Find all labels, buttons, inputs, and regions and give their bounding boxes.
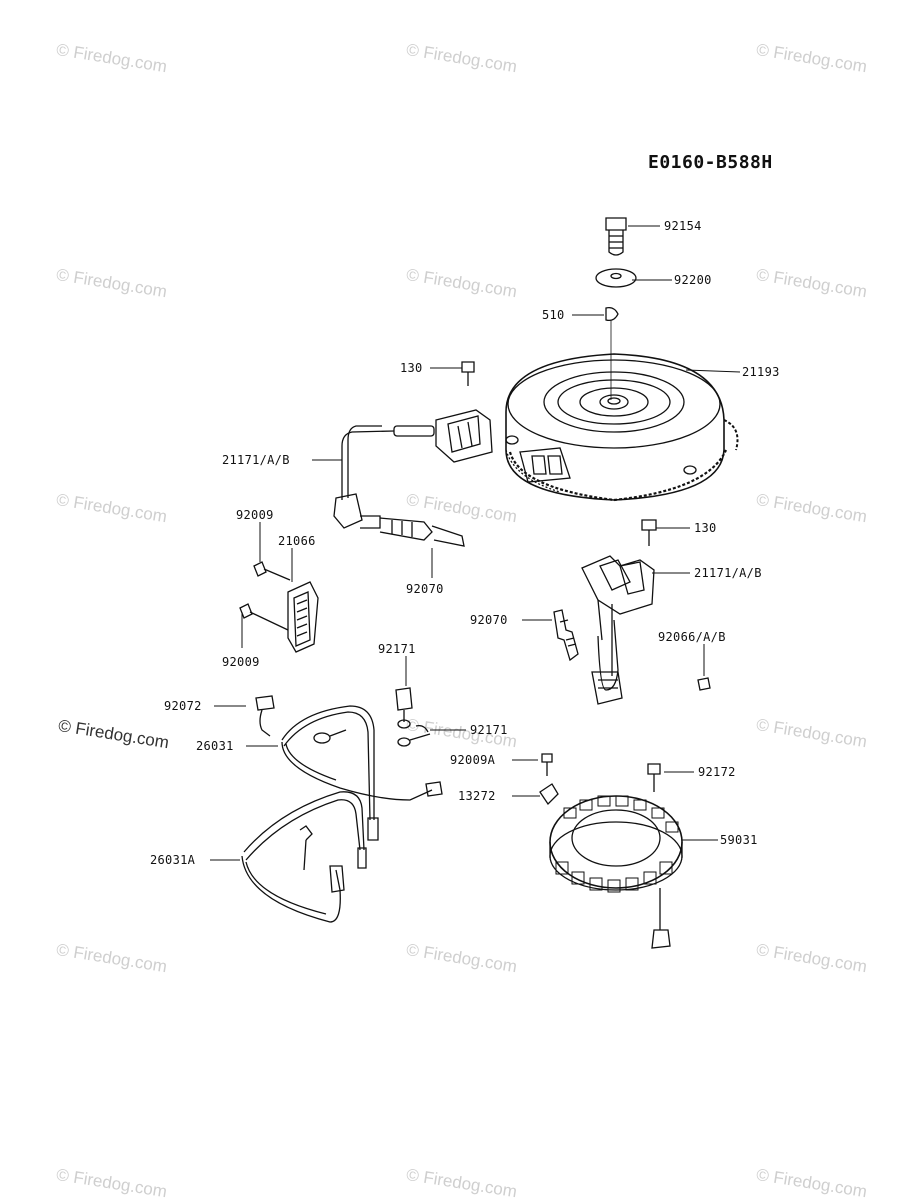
part-label-21193: 21193 (742, 365, 780, 379)
part-label-92009: 92009 (236, 508, 274, 522)
flywheel-21193 (505, 353, 739, 502)
part-label-92070: 92070 (406, 582, 444, 596)
part-label-92066: 92066/A/B (658, 630, 726, 644)
part-label-92172: 92172 (698, 765, 736, 779)
part-label-92072: 92072 (164, 699, 202, 713)
regulator-21066 (239, 561, 319, 653)
connector-92072 (255, 695, 275, 737)
part-label-21171: 21171/A/B (222, 453, 290, 467)
part-label-92009A: 92009A (450, 753, 496, 767)
part-label-13272: 13272 (458, 789, 496, 803)
bolt-92009A (541, 753, 553, 776)
part-label-59031: 59031 (720, 833, 758, 847)
part-label-92070: 92070 (470, 613, 508, 627)
washer-92200 (595, 268, 637, 288)
ignition-coil-right (581, 519, 657, 705)
leader-lines (210, 225, 741, 861)
part-label-92009: 92009 (222, 655, 260, 669)
bolt-92172 (647, 763, 661, 792)
harness-26031A (241, 791, 367, 923)
key-510 (605, 306, 619, 322)
part-label-21171: 21171/A/B (694, 566, 762, 580)
diagram-code: E0160-B588H (648, 152, 773, 173)
terminal-92171 (397, 724, 431, 747)
nut-92066 (697, 677, 711, 691)
connector-92171-top (395, 687, 413, 729)
bolt-92154 (605, 217, 627, 256)
part-label-130: 130 (400, 361, 423, 375)
part-label-92200: 92200 (674, 273, 712, 287)
bolt-130-top (461, 361, 475, 386)
part-label-510: 510 (542, 308, 565, 322)
part-label-92171: 92171 (378, 642, 416, 656)
part-label-21066: 21066 (278, 534, 316, 548)
harness-26031 (281, 705, 443, 841)
part-label-26031A: 26031A (150, 853, 196, 867)
spark-plug-right (553, 609, 579, 662)
part-label-92171: 92171 (470, 723, 508, 737)
ignition-coil-left (333, 409, 493, 547)
part-label-130: 130 (694, 521, 717, 535)
stator-59031 (549, 795, 683, 949)
part-label-26031: 26031 (196, 739, 234, 753)
clamp-13272 (539, 783, 559, 806)
part-label-92154: 92154 (664, 219, 702, 233)
